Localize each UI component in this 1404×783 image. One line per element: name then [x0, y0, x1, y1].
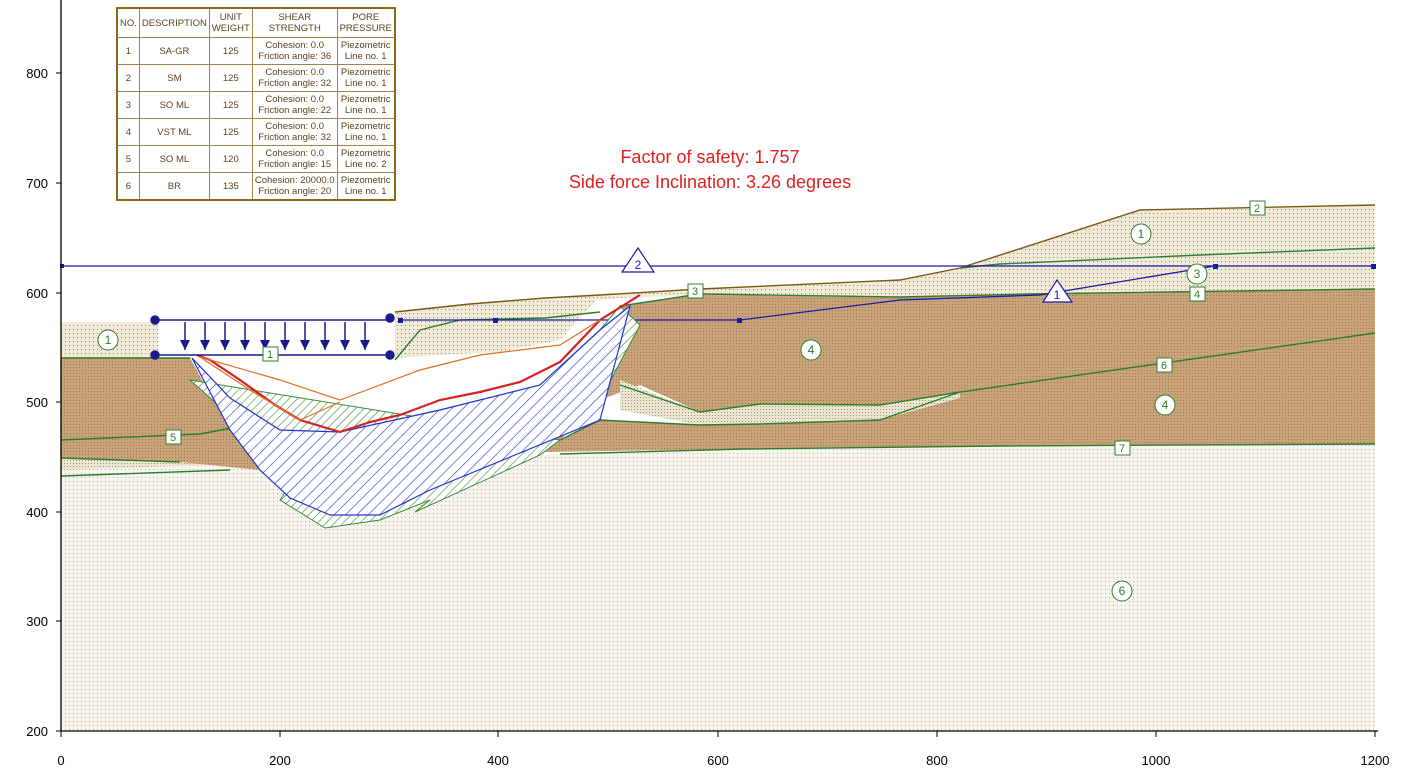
- results-text: Factor of safety: 1.757 Side force Incli…: [500, 145, 920, 195]
- boundary-label-4: 4: [1194, 289, 1200, 301]
- piezo-label-1: 1: [1041, 278, 1074, 303]
- layer-6-lens: [620, 380, 960, 425]
- x-tick-label: 1200: [1361, 753, 1390, 768]
- factor-of-safety: Factor of safety: 1.757: [620, 147, 800, 167]
- piezo-label-2-text: 2: [635, 258, 642, 272]
- x-tick-label: 200: [269, 753, 291, 768]
- y-tick-label: 600: [26, 286, 48, 301]
- boundary-labels: 1 2 3 4 5 6 7: [165, 200, 1266, 456]
- piezo-node: [60, 264, 64, 268]
- load-arrows: [184, 322, 366, 350]
- piezo-node: [1213, 264, 1218, 269]
- y-tick-label: 500: [26, 395, 48, 410]
- piezo-node: [398, 318, 403, 323]
- slice-polygon-blue: [191, 304, 632, 516]
- y-tick-label: 700: [26, 176, 48, 191]
- load-node: [150, 315, 160, 325]
- material-label-6: 6: [1119, 584, 1126, 598]
- plot-axes: 800 700 600 500 400 300 200 0 200 400 60…: [26, 0, 1389, 768]
- x-tick-label: 800: [926, 753, 948, 768]
- material-label-1-left: 1: [105, 333, 112, 347]
- header-no: NO.: [116, 7, 140, 38]
- piezo-node: [1371, 264, 1376, 269]
- boundary-line: [619, 288, 1376, 307]
- load-node: [150, 350, 160, 360]
- boundary-label-6: 6: [1161, 360, 1167, 372]
- layer-3-sand: [620, 266, 1375, 298]
- layer-1-berm: [395, 296, 600, 358]
- x-tick-label: 400: [487, 753, 509, 768]
- thrust-line-orange: [199, 319, 601, 401]
- load-node: [385, 350, 395, 360]
- layer-4-clay-left: [61, 358, 230, 452]
- boundary-line: [60, 427, 233, 441]
- x-ticks: [60, 731, 1376, 737]
- boundary-line: [619, 384, 961, 413]
- slip-circle-red: [196, 294, 641, 434]
- y-tick-label: 400: [26, 505, 48, 520]
- y-tick-label: 300: [26, 614, 48, 629]
- piezo-label-1-text: 1: [1054, 288, 1061, 302]
- load-arrowheads: [180, 340, 370, 350]
- material-label-3: 3: [1194, 267, 1201, 281]
- piezo-node: [493, 318, 498, 323]
- boundary-label-2: 2: [1254, 203, 1260, 215]
- layer-bedrock: [61, 444, 1375, 731]
- y-tick-label: 800: [26, 66, 48, 81]
- piezo-node: [737, 318, 742, 323]
- material-label-1-right: 1: [1138, 227, 1145, 241]
- piezometric-markers: [60, 264, 1376, 323]
- y-ticks: [56, 72, 61, 732]
- material-label-4-center: 4: [808, 343, 815, 357]
- side-force-inclination: Side force Inclination: 3.26 degrees: [568, 172, 852, 192]
- boundary-label-7: 7: [1119, 443, 1125, 455]
- x-tick-label: 1000: [1142, 753, 1171, 768]
- material-label-4-right: 4: [1162, 398, 1169, 412]
- boundary-label-5: 5: [170, 432, 176, 444]
- boundary-line: [60, 457, 181, 463]
- boundary-line: [60, 469, 231, 477]
- interslice-orange: [199, 356, 341, 421]
- load-node: [385, 313, 395, 323]
- boundary-label-3: 3: [692, 286, 698, 298]
- boundary-line: [559, 443, 1376, 455]
- material-labels: 1 1 3 4 4 6: [97, 223, 1208, 602]
- x-tick-label: 600: [707, 753, 729, 768]
- boundary-label-1: 1: [267, 349, 273, 361]
- x-tick-label: 0: [57, 753, 64, 768]
- layer-1-fill-right: [960, 205, 1375, 268]
- slip-surface: [188, 294, 641, 529]
- header-description: DESCRIPTION: [138, 7, 210, 38]
- piezo-label-2: 2: [620, 246, 656, 273]
- y-tick-label: 200: [26, 724, 48, 739]
